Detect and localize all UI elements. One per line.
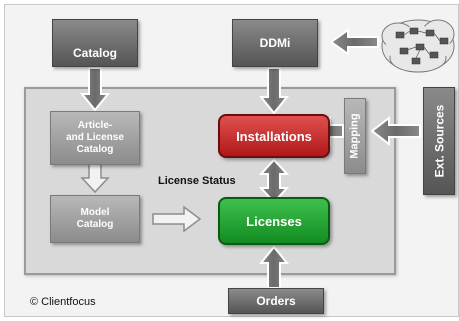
article-license-catalog-label: Article- and License Catalog: [66, 120, 124, 155]
ext-sources-label: Ext. Sources: [432, 104, 447, 178]
installations-label: Installations: [236, 128, 312, 144]
mapping-label: Mapping: [349, 113, 361, 159]
orders-label: Orders: [256, 294, 296, 308]
arrow-article-to-model: [80, 163, 110, 194]
model-catalog-box: Model Catalog: [50, 195, 140, 243]
installations-box: Installations: [218, 114, 330, 158]
ddmi-box: DDMi: [232, 19, 318, 67]
licenses-box: Licenses: [218, 197, 330, 245]
copyright-footer: © Clientfocus: [30, 296, 96, 308]
arrow-orders-to-licenses: [258, 245, 290, 289]
arrow-model-to-licenses: [152, 205, 202, 233]
article-license-catalog-box: Article- and License Catalog: [50, 111, 140, 165]
network-cloud-icon: [381, 19, 455, 73]
model-catalog-label: Model Catalog: [76, 207, 114, 230]
arrow-ddmi-to-installations: [258, 67, 290, 115]
licenses-label: Licenses: [246, 213, 302, 229]
arrow-installations-licenses: [258, 158, 290, 204]
arrow-catalog-to-article: [79, 67, 111, 112]
license-status-label: License Status: [158, 175, 236, 187]
ddmi-label: DDMi: [259, 36, 291, 50]
arrow-network-to-ddmi: [329, 28, 379, 56]
arrow-ext-sources-to-mapping: [370, 115, 421, 147]
mapping-box: Mapping: [344, 98, 366, 174]
catalog-box: Catalog: [52, 19, 138, 67]
orders-box: Orders: [228, 288, 324, 314]
catalog-label: Catalog: [72, 46, 117, 60]
ext-sources-box: Ext. Sources: [423, 87, 455, 195]
